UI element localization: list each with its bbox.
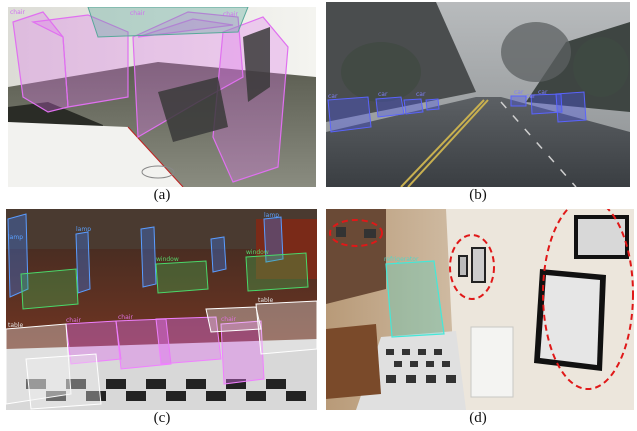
chair-bounding-boxes (12, 11, 289, 183)
panel-c-label-window-1: window (156, 256, 179, 263)
refrigerator-bounding-box (385, 260, 445, 338)
caption-d: (d) (469, 410, 487, 426)
panel-b-image: car car car car car car (326, 2, 630, 187)
panel-b-label-car-2: car (378, 91, 388, 98)
panel-b-label-car-1: car (328, 93, 338, 100)
panel-c-label-table-2: table (258, 297, 274, 304)
panel-c-label-window-2: window (246, 249, 269, 256)
panel-b-label-car-6: car (538, 89, 548, 96)
car-bounding-boxes (327, 91, 587, 133)
panel-c-label-lamp-3: lamp (264, 212, 279, 219)
panel-a-label-chair-3: chair (223, 11, 238, 18)
panel-c-label-chair-3: chair (221, 316, 236, 323)
panel-a-label-chair-2: chair (130, 10, 145, 17)
panel-b-label-car-5: car (526, 93, 536, 100)
panel-a-image: chair chair chair (8, 7, 316, 187)
panel-b-label-car-3: car (416, 91, 426, 98)
chair-bounding-boxes (65, 316, 265, 385)
table-bounding-boxes (6, 300, 317, 410)
panel-c-image: lamp lamp lamp window window table table… (6, 209, 317, 410)
panel-d-image: refrigerator (326, 209, 634, 410)
panel-d-label-refrigerator: refrigerator (384, 256, 419, 263)
panel-c-label-chair-1: chair (66, 317, 81, 324)
caption-c: (c) (153, 410, 171, 426)
panel-c-label-lamp-2: lamp (76, 226, 91, 233)
caption-a: (a) (153, 187, 171, 203)
panel-c-label-table-1: table (8, 322, 24, 329)
window-bounding-boxes (20, 252, 309, 310)
panel-b-label-car-4: car (514, 89, 524, 96)
lamp-bounding-boxes (7, 213, 284, 298)
red-dashed-highlights (329, 209, 634, 390)
panel-c-label-chair-2: chair (118, 314, 133, 321)
panel-c-label-lamp-1: lamp (8, 234, 23, 241)
caption-b: (b) (469, 187, 487, 203)
panel-a-label-chair-1: chair (10, 9, 25, 16)
